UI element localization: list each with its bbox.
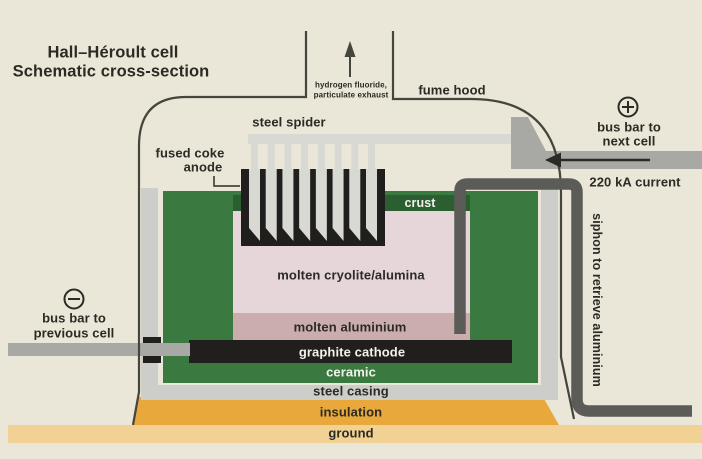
exhaust-label-line2: particulate exhaust — [313, 90, 389, 100]
siphon-label: siphon to retrieve aluminium — [590, 213, 604, 387]
plus-terminal-icon — [617, 96, 639, 118]
current-arrow-icon — [545, 152, 650, 168]
steel-spider-label: steel spider — [252, 114, 326, 130]
bus-next-label-line2: next cell — [602, 133, 656, 149]
ceramic-label: ceramic — [326, 364, 376, 380]
ground-label: ground — [328, 425, 374, 441]
diagram-title-line2: Schematic cross-section — [12, 62, 210, 81]
bus-prev-label-line2: previous cell — [33, 325, 115, 341]
molten-aluminium-layer — [233, 313, 470, 340]
anode-label-connector — [213, 176, 240, 187]
insulation-label: insulation — [319, 404, 383, 420]
diagram-title-line1: Hall–Héroult cell — [47, 43, 179, 62]
molten-aluminium-label: molten aluminium — [293, 319, 407, 335]
steel-spider-rods — [249, 143, 377, 241]
bus-bar-previous — [8, 343, 190, 356]
fume-hood-outline — [131, 31, 576, 426]
crust-label: crust — [404, 196, 436, 210]
graphite-cathode-label: graphite cathode — [298, 344, 406, 360]
fume-hood-label: fume hood — [418, 82, 486, 98]
graphite-cathode — [189, 340, 512, 363]
anode-label: anode — [183, 159, 223, 175]
exhaust-label-line1: hydrogen fluoride, — [314, 80, 388, 90]
ground-layer — [8, 425, 702, 443]
steel-casing-label: steel casing — [313, 383, 389, 399]
bus-next-label-line1: bus bar to — [597, 119, 661, 135]
fused-coke-label: fused coke — [155, 145, 225, 161]
minus-terminal-icon — [63, 288, 85, 310]
cryolite-label: molten cryolite/alumina — [277, 267, 425, 283]
fused-coke-anode — [241, 169, 385, 246]
siphon-pipe — [454, 178, 692, 417]
bus-prev-label-line1: bus bar to — [42, 310, 106, 326]
insulation-layer — [133, 397, 559, 425]
exhaust-arrow-icon — [344, 41, 356, 77]
steel-spider-bar — [248, 134, 511, 144]
current-label: 220 kA current — [589, 174, 681, 190]
